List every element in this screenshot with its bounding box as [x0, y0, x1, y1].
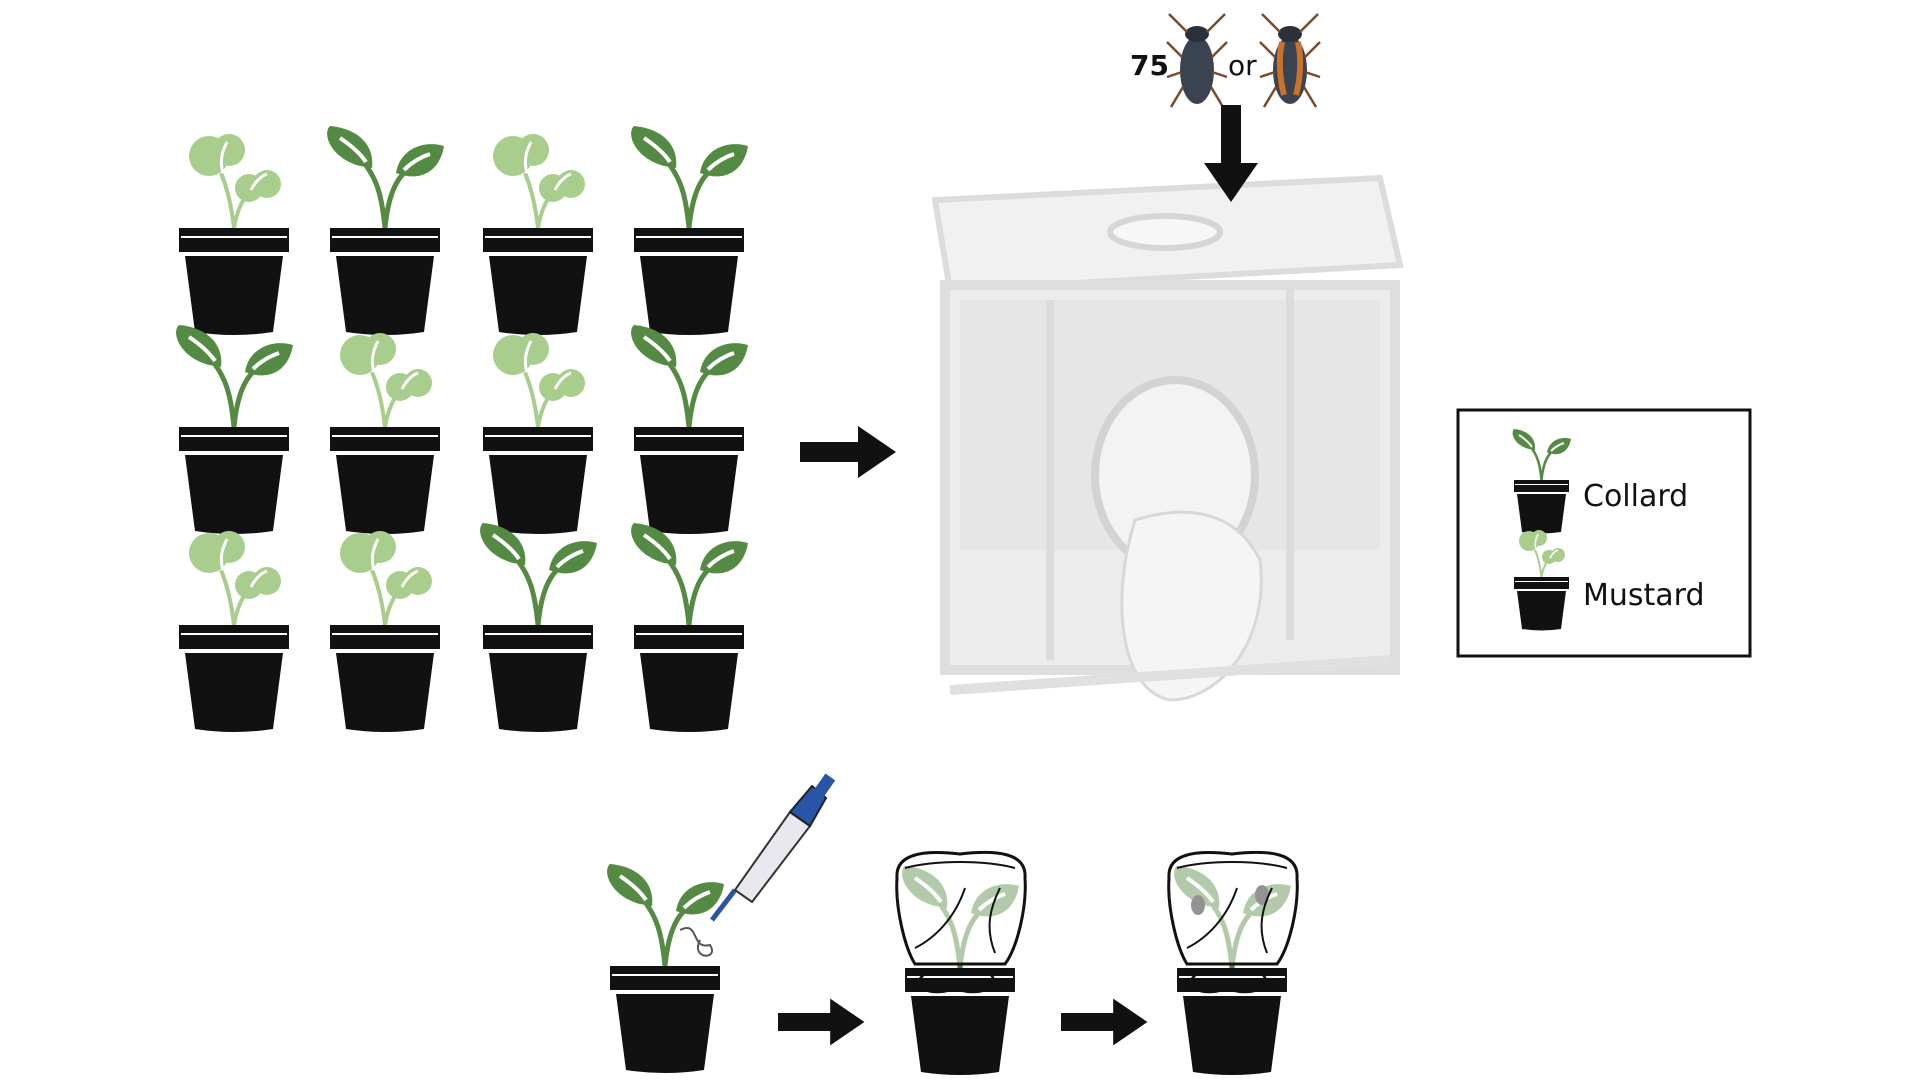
potted-mustard — [329, 331, 441, 535]
potted-mustard — [178, 132, 290, 336]
bagged-plant — [895, 850, 1027, 1076]
pipette-icon — [710, 773, 836, 922]
potted-mustard — [482, 331, 594, 535]
potted-collard — [631, 325, 748, 535]
striped-beetle-icon — [1258, 12, 1322, 109]
bagged-plant-with-beetles — [1167, 850, 1299, 1076]
potted-collard — [327, 126, 444, 336]
arrow-right-icon — [800, 426, 896, 478]
potted-collard — [631, 126, 748, 336]
potted-mustard — [329, 529, 441, 733]
beetle-or-label: or — [1228, 49, 1257, 82]
dark-beetle-icon — [1165, 12, 1229, 109]
legend: Collard Mustard — [1456, 408, 1752, 658]
beetle-count: 75 — [1130, 49, 1169, 82]
legend-label-mustard: Mustard — [1583, 578, 1705, 613]
legend-label-collard: Collard — [1583, 479, 1688, 514]
potted-mustard — [178, 529, 290, 733]
arrow-down-icon — [1204, 105, 1258, 202]
potted-collard — [176, 325, 293, 535]
potted-mustard — [482, 132, 594, 336]
mesh-cage — [931, 174, 1404, 702]
arrow-right-icon — [1061, 998, 1148, 1046]
inoculated-plant — [607, 864, 724, 1074]
plant-grid — [176, 126, 748, 733]
arrow-right-icon — [778, 998, 865, 1046]
potted-collard — [480, 523, 597, 733]
potted-collard — [631, 523, 748, 733]
